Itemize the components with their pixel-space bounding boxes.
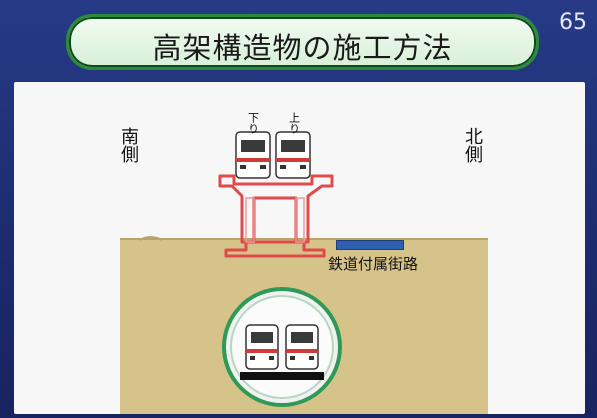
train-light-left <box>280 165 286 169</box>
south-side-label: 南側 <box>118 127 139 163</box>
viaduct-structure <box>218 174 334 258</box>
slide-title: 高架構造物の施工方法 <box>152 31 453 65</box>
road-surface <box>336 240 404 250</box>
small-mound-left <box>139 236 163 241</box>
elevated-train-up <box>275 131 311 179</box>
train-light-right <box>260 165 266 169</box>
train-light-right <box>269 356 274 360</box>
train-light-left <box>290 356 295 360</box>
train-window <box>281 140 305 152</box>
train-light-right <box>309 356 314 360</box>
pier-column-left <box>245 197 255 243</box>
tunnel <box>222 287 342 407</box>
road-label: 鉄道付属街路 <box>328 255 419 273</box>
tunnel-train-left <box>245 324 279 370</box>
train-stripe <box>276 158 310 162</box>
train-light-right <box>300 165 306 169</box>
train-stripe <box>236 158 270 162</box>
train-body <box>245 324 279 370</box>
tunnel-floor <box>240 372 324 380</box>
train-stripe <box>246 349 278 353</box>
up-track-label: 上り <box>288 112 301 134</box>
train-light-left <box>240 165 246 169</box>
north-side-label: 北側 <box>462 127 483 163</box>
train-body <box>235 131 271 179</box>
pier-footing <box>224 240 326 258</box>
title-banner: 高架構造物の施工方法 <box>66 14 539 70</box>
pier-column-right <box>295 197 305 243</box>
train-light-left <box>250 356 255 360</box>
viaduct-deck-and-pier <box>218 174 334 244</box>
page-number: 65 <box>559 10 587 35</box>
train-window <box>241 140 265 152</box>
down-track-label: 下り <box>247 112 260 134</box>
pier-inner-lines <box>245 197 305 243</box>
train-body <box>285 324 319 370</box>
train-window <box>251 332 273 343</box>
elevated-train-down <box>235 131 271 179</box>
train-stripe <box>286 349 318 353</box>
tunnel-train-right <box>285 324 319 370</box>
train-body <box>275 131 311 179</box>
train-window <box>291 332 313 343</box>
